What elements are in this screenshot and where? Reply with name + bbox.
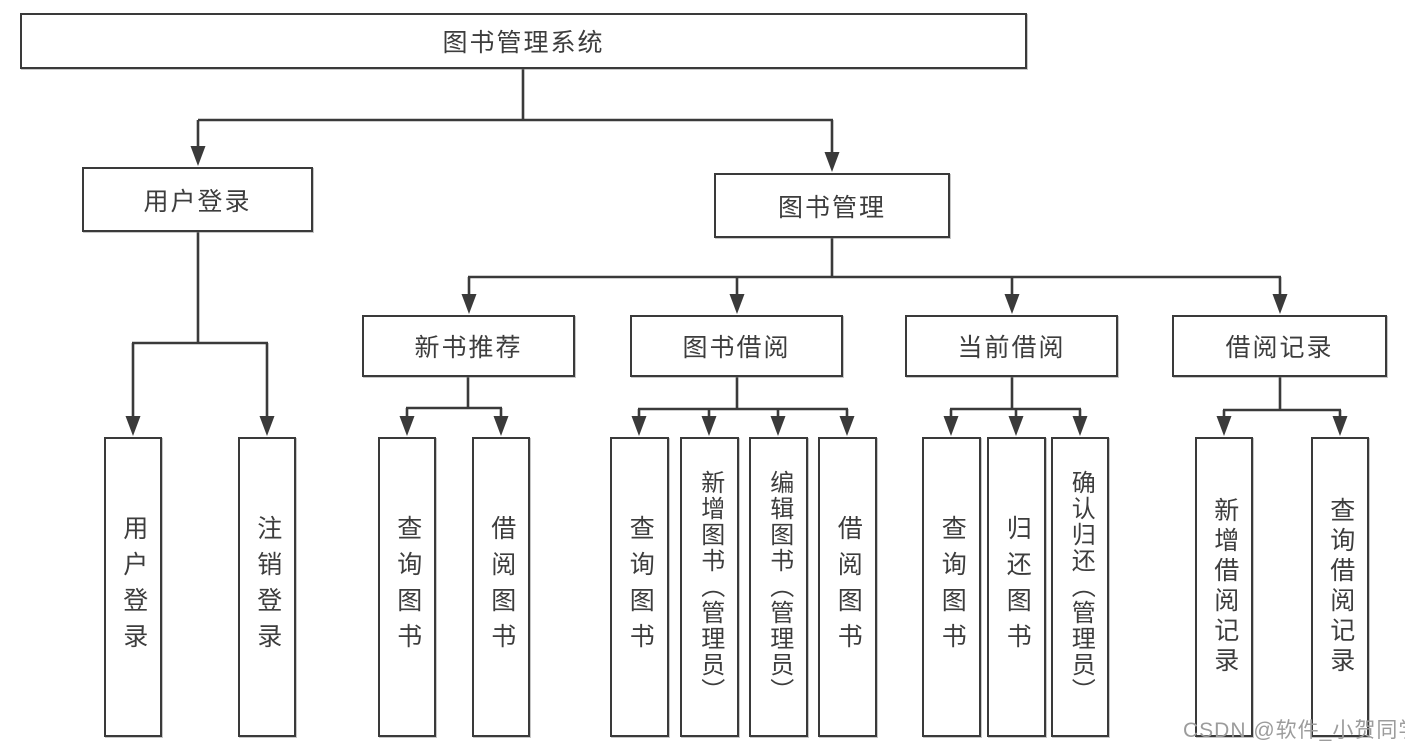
leaf-borrow-books-1: 借阅图书 (472, 437, 530, 737)
node-label: 查询借阅记录 (1326, 497, 1355, 677)
node-book-management-module: 图书管理 (714, 173, 950, 238)
leaf-query-books-3: 查询图书 (922, 437, 981, 737)
node-label: 查询图书 (626, 515, 655, 659)
node-current-borrow: 当前借阅 (905, 315, 1118, 377)
node-label: 用户登录 (143, 187, 252, 216)
leaf-edit-book-admin: 编辑图书（管理员） (749, 437, 808, 737)
leaf-user-login: 用户登录 (104, 437, 162, 737)
node-label: 当前借阅 (957, 334, 1066, 362)
leaf-query-books-1: 查询图书 (378, 437, 436, 737)
node-user-login-module: 用户登录 (82, 167, 313, 232)
leaf-query-borrow-record: 查询借阅记录 (1311, 437, 1369, 737)
node-label: 借阅图书 (487, 515, 516, 659)
node-label: 查询图书 (393, 515, 422, 659)
node-label: 图书借阅 (682, 334, 791, 362)
node-book-borrow: 图书借阅 (630, 315, 843, 377)
node-label: 查询图书 (938, 515, 967, 659)
node-label: 图书管理 (777, 193, 886, 222)
node-label: 借阅记录 (1225, 334, 1334, 362)
node-label: 确认归还（管理员） (1067, 470, 1095, 704)
arrowheads (125, 146, 1348, 436)
node-new-book-recommend: 新书推荐 (362, 315, 575, 377)
node-label: 图书管理系统 (442, 29, 605, 57)
leaf-logout: 注销登录 (238, 437, 296, 737)
leaf-confirm-return-admin: 确认归还（管理员） (1051, 437, 1109, 737)
leaf-return-books: 归还图书 (987, 437, 1046, 737)
leaf-add-borrow-record: 新增借阅记录 (1195, 437, 1253, 737)
leaf-add-book-admin: 新增图书（管理员） (680, 437, 739, 737)
node-label: 编辑图书（管理员） (765, 470, 793, 704)
node-label: 新增图书（管理员） (696, 470, 724, 704)
leaf-query-books-2: 查询图书 (610, 437, 669, 737)
node-label: 借阅图书 (834, 515, 863, 659)
leaf-borrow-books-2: 借阅图书 (818, 437, 877, 737)
node-borrow-records: 借阅记录 (1172, 315, 1387, 377)
node-label: 新书推荐 (414, 334, 523, 362)
node-label: 用户登录 (119, 515, 148, 659)
node-root-system: 图书管理系统 (20, 13, 1027, 69)
node-label: 新增借阅记录 (1210, 497, 1239, 677)
node-label: 归还图书 (1003, 515, 1032, 659)
node-label: 注销登录 (253, 515, 282, 659)
csdn-watermark: CSDN @软件_小贺同学 (1183, 719, 1405, 742)
